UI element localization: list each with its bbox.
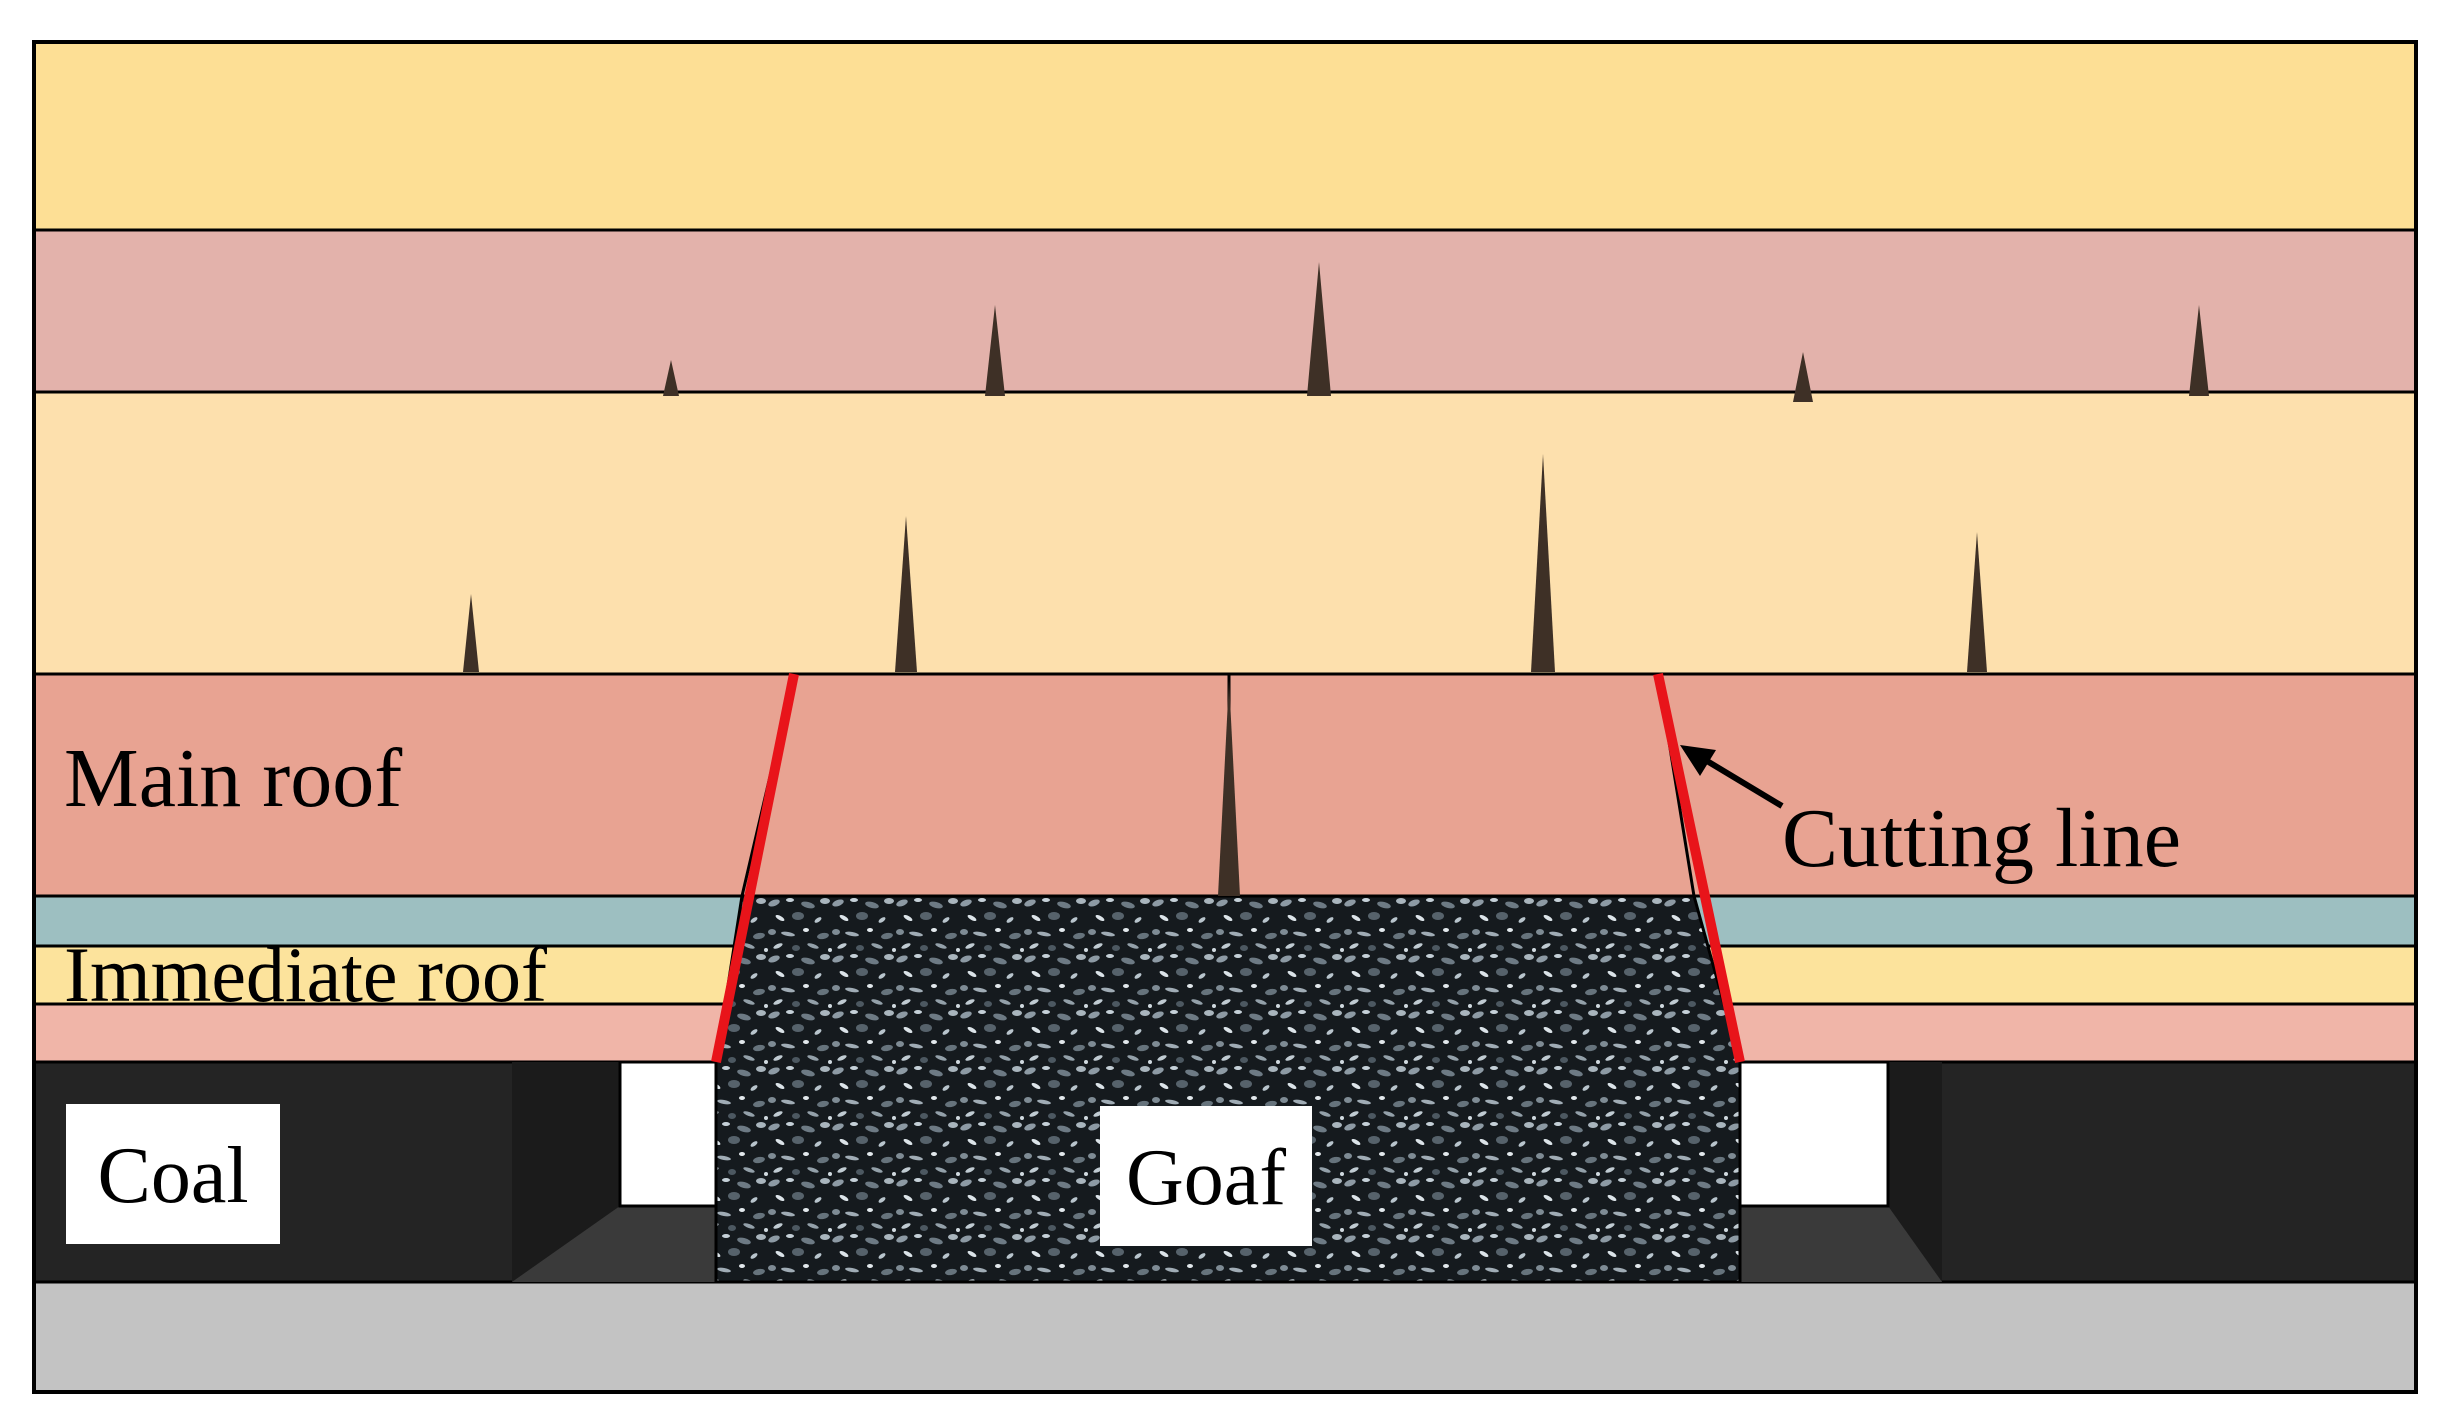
left-cutting-line [711,673,799,1063]
cutting-line-label: Cutting line [1782,792,2181,885]
goaf-label: Goaf [1126,1134,1286,1222]
main-roof-label: Main roof [64,732,402,825]
arrow-head-icon [1680,745,1716,776]
middle-beige-stratum [34,392,2416,674]
upper-pink-stratum [34,230,2416,392]
main-roof-fracture [1218,680,1240,896]
coal-label: Coal [97,1132,248,1220]
left-roadway-support [618,1060,718,1208]
top-stratum [34,42,2416,230]
upper-fractures [463,262,2209,896]
floor-layer [34,1282,2416,1392]
right-roadway [1738,1060,1942,1282]
immediate-roof-label: Immediate roof [64,931,547,1018]
goaf-label-box: Goaf [1100,1106,1312,1246]
right-roadway-support [1738,1060,1890,1208]
cutting-line-arrow [1680,745,1784,809]
right-cutting-line [1653,672,1745,1064]
left-roadway [512,1060,718,1282]
broken-main-roof-block [740,672,1696,898]
coal-label-box: Coal [66,1104,280,1244]
diagram-frame [32,40,2418,1394]
